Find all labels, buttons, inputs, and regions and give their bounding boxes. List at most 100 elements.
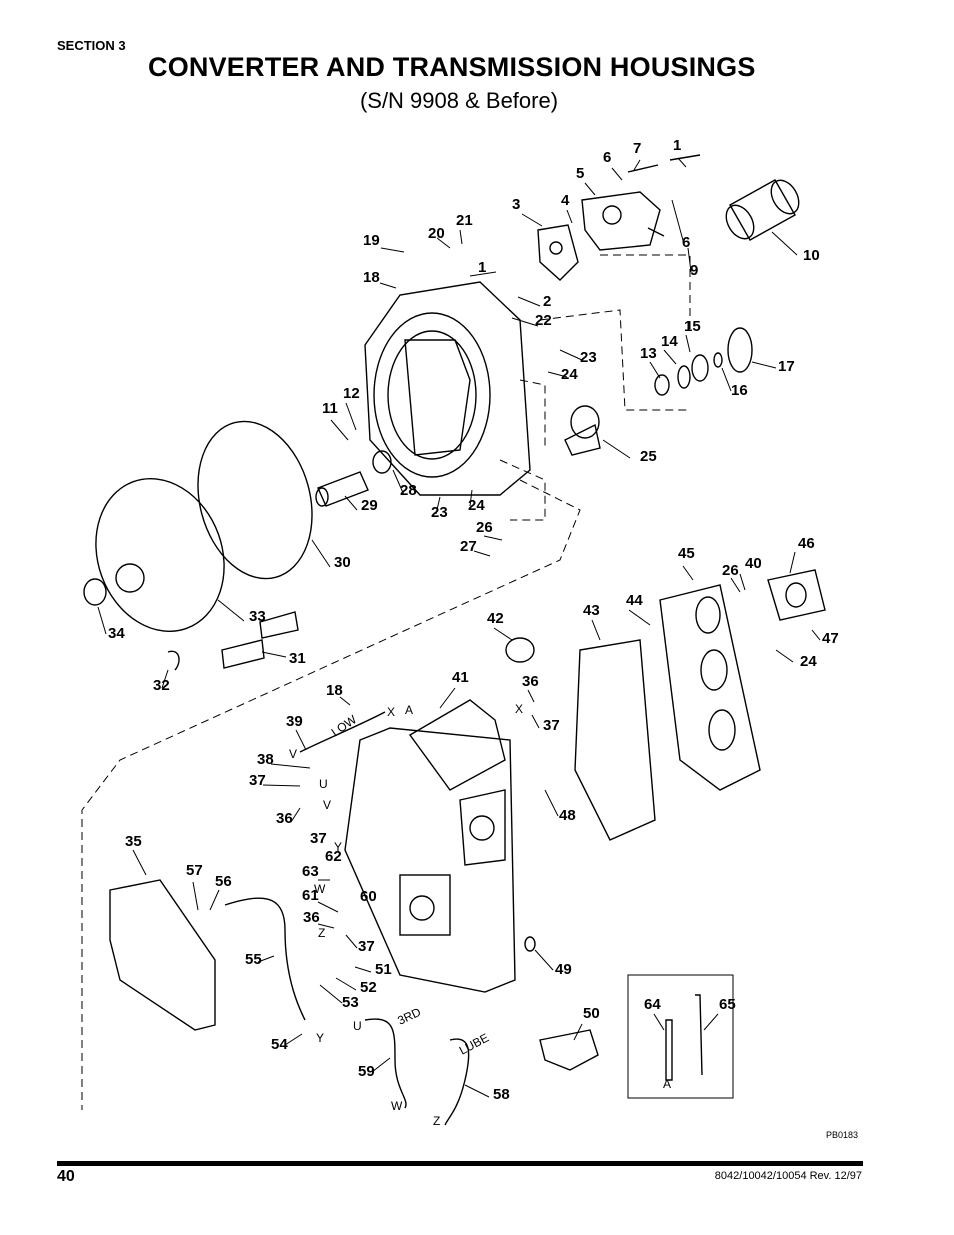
callout-c26b: 26 bbox=[722, 562, 739, 579]
bearing-15 bbox=[691, 354, 709, 382]
callout-c41: 41 bbox=[452, 669, 469, 686]
callout-c21: 21 bbox=[456, 212, 473, 229]
callout-c7: 7 bbox=[633, 140, 641, 157]
callout-c56: 56 bbox=[215, 873, 232, 890]
letter-lLow: LOW bbox=[329, 712, 360, 740]
elbow-32 bbox=[167, 650, 180, 671]
bearing-cap-46 bbox=[767, 569, 826, 621]
callout-c61: 61 bbox=[302, 887, 319, 904]
callout-c29: 29 bbox=[361, 497, 378, 514]
callout-c40: 40 bbox=[745, 555, 762, 572]
letter-lLube: LUBE bbox=[457, 1031, 491, 1058]
converter-cover-33 bbox=[95, 477, 225, 633]
callout-c6b: 6 bbox=[682, 234, 690, 251]
gear-17 bbox=[727, 327, 753, 373]
callout-c58: 58 bbox=[493, 1086, 510, 1103]
callout-c38: 38 bbox=[257, 751, 274, 768]
callout-c1b: 1 bbox=[478, 259, 486, 276]
callout-c63: 63 bbox=[302, 863, 319, 880]
pump-body-5 bbox=[581, 191, 665, 251]
callout-c31: 31 bbox=[289, 650, 306, 667]
seal-ring-42 bbox=[505, 637, 535, 663]
pump-bolt-1 bbox=[669, 154, 701, 161]
callout-c24c: 24 bbox=[800, 653, 817, 670]
callout-c6a: 6 bbox=[603, 149, 611, 166]
tube-39 bbox=[299, 711, 386, 753]
letter-lA1: A bbox=[405, 703, 413, 717]
letter-lZ2: Z bbox=[433, 1114, 440, 1128]
assembly-dash-lines bbox=[81, 254, 691, 1110]
letter-l3rd: 3RD bbox=[395, 1005, 423, 1028]
letter-lA2: A bbox=[663, 1077, 671, 1091]
callout-c45: 45 bbox=[678, 545, 695, 562]
callout-c1a: 1 bbox=[673, 137, 681, 154]
letter-lV2: V bbox=[323, 798, 331, 812]
pump-plate-3 bbox=[537, 224, 579, 281]
strainer-29 bbox=[315, 471, 369, 507]
callout-c19: 19 bbox=[363, 232, 380, 249]
plug-49 bbox=[524, 936, 536, 952]
letter-lY2: Y bbox=[316, 1031, 324, 1045]
letter-lW2: W bbox=[391, 1099, 403, 1113]
letter-lZ1: Z bbox=[318, 926, 325, 940]
callout-c18a: 18 bbox=[363, 269, 380, 286]
cover-plate-45 bbox=[659, 584, 761, 791]
callout-c25: 25 bbox=[640, 448, 657, 465]
dipstick-65 bbox=[695, 994, 703, 1076]
callout-c51: 51 bbox=[375, 961, 392, 978]
letter-lY1: Y bbox=[334, 840, 342, 854]
callout-c26a: 26 bbox=[476, 519, 493, 536]
callout-c36c: 36 bbox=[303, 909, 320, 926]
callout-c10: 10 bbox=[803, 247, 820, 264]
callout-c44: 44 bbox=[626, 592, 643, 609]
oil-filter-10 bbox=[725, 179, 800, 241]
letter-lX1: X bbox=[387, 705, 395, 719]
callout-c37a: 37 bbox=[543, 717, 560, 734]
callout-c15: 15 bbox=[684, 318, 701, 335]
fill-tube-64 bbox=[665, 1019, 673, 1081]
callout-c32: 32 bbox=[153, 677, 170, 694]
seal-34 bbox=[83, 578, 107, 606]
callout-c23a: 23 bbox=[580, 349, 597, 366]
gasket-30 bbox=[197, 420, 313, 580]
converter-housing-22 bbox=[364, 281, 531, 496]
tube-59 bbox=[364, 1018, 407, 1109]
callout-c34: 34 bbox=[108, 625, 125, 642]
callout-c55: 55 bbox=[245, 951, 262, 968]
letter-lU2: U bbox=[353, 1019, 362, 1033]
callout-c48: 48 bbox=[559, 807, 576, 824]
callout-c13: 13 bbox=[640, 345, 657, 362]
callout-c30: 30 bbox=[334, 554, 351, 571]
page-title: CONVERTER AND TRANSMISSION HOUSINGS bbox=[148, 52, 756, 82]
callout-c54: 54 bbox=[271, 1036, 288, 1053]
callout-c9: 9 bbox=[690, 262, 698, 279]
callout-c33: 33 bbox=[249, 608, 266, 625]
callout-c18b: 18 bbox=[326, 682, 343, 699]
callout-c2: 2 bbox=[543, 293, 551, 310]
callout-c5: 5 bbox=[576, 165, 584, 182]
callout-c65: 65 bbox=[719, 996, 736, 1013]
shield-50 bbox=[539, 1029, 599, 1071]
callout-c3: 3 bbox=[512, 196, 520, 213]
callout-c37d: 37 bbox=[358, 938, 375, 955]
callout-c49: 49 bbox=[555, 961, 572, 978]
letter-lX2: X bbox=[515, 702, 523, 716]
adapter-25 bbox=[564, 405, 601, 456]
pump-bolt-7 bbox=[627, 164, 659, 173]
callout-c24a: 24 bbox=[561, 366, 578, 383]
callout-c59: 59 bbox=[358, 1063, 375, 1080]
callout-c36b: 36 bbox=[276, 810, 293, 827]
callout-c64: 64 bbox=[644, 996, 661, 1013]
page-subtitle: (S/N 9908 & Before) bbox=[359, 88, 559, 113]
callout-c14: 14 bbox=[661, 333, 678, 350]
valve-31 bbox=[221, 611, 299, 669]
letter-lV1: V bbox=[289, 747, 297, 761]
footer-rule bbox=[57, 1161, 863, 1166]
callout-c17: 17 bbox=[778, 358, 795, 375]
callout-c57: 57 bbox=[186, 862, 203, 879]
callout-c52: 52 bbox=[360, 979, 377, 996]
callout-c62: 62 bbox=[325, 848, 342, 865]
callout-c50: 50 bbox=[583, 1005, 600, 1022]
